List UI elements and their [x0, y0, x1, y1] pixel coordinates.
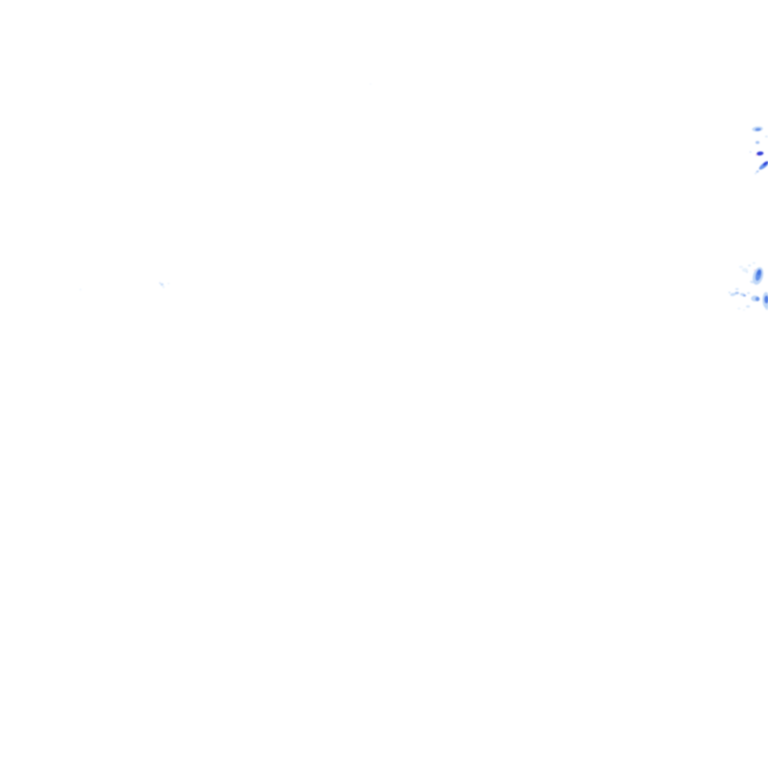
radar-echo-cell: [753, 269, 756, 271]
radar-echo-cell: [742, 268, 748, 272]
radar-echo-cell: [746, 305, 750, 308]
radar-echo-cell: [742, 309, 746, 311]
radar-echo-cell: [743, 294, 746, 297]
radar-echo-layer: [79, 83, 768, 311]
radar-echo-cell: [737, 307, 741, 310]
radar-echo-cell: [745, 271, 749, 273]
radar-echo-cell: [167, 282, 170, 285]
radar-echo-cell: [755, 296, 760, 302]
radar-echo-cell: [162, 286, 165, 288]
radar-echo-cell: [754, 172, 757, 175]
radar-echo-cell: [728, 291, 731, 294]
radar-echo-cell: [764, 295, 768, 304]
radar-echo-cell: [756, 170, 759, 173]
radar-echo-cell: [749, 151, 752, 153]
radar-echo-cell: [756, 269, 762, 276]
radar-echo-cell: [159, 282, 161, 284]
radar-echo-cell: [369, 83, 372, 85]
radar-echo-cell: [735, 291, 739, 295]
radar-echo-cell: [747, 292, 750, 294]
radar-echo-cell: [735, 288, 739, 290]
radar-echo-cell: [755, 154, 758, 156]
radar-echo-cell: [765, 135, 768, 138]
radar-echo-cell: [762, 161, 768, 166]
radar-echo-cell: [756, 151, 764, 156]
radar-echo-cell: [755, 141, 760, 144]
radar-echo-cell: [730, 292, 736, 297]
radar-echo-cell: [755, 127, 761, 132]
radar-echo-cell: [748, 264, 751, 267]
radar-echo-cell: [739, 265, 743, 269]
radar-echo-cell: [752, 262, 756, 264]
radar-echo-cell: [160, 283, 164, 286]
radar-echo-cell: [765, 304, 768, 310]
radar-echo-cell: [750, 280, 754, 284]
radar-echo-cell: [79, 288, 82, 291]
